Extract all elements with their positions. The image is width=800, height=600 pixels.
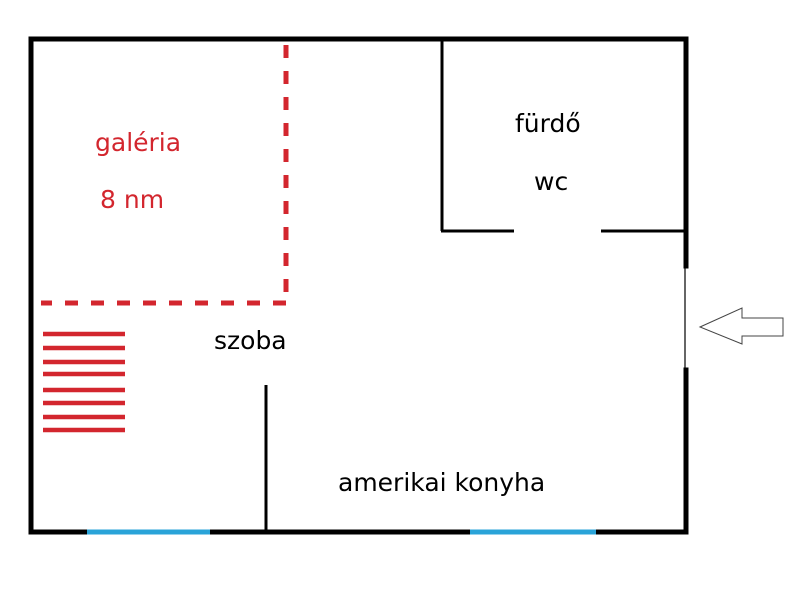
gallery-area-label: 8 nm bbox=[100, 185, 165, 214]
bathroom-walls bbox=[440, 39, 686, 233]
kitchen-label: amerikai konyha bbox=[338, 468, 546, 497]
gallery-outline bbox=[41, 45, 289, 306]
bathroom-label: fürdő bbox=[515, 109, 581, 138]
stairs-icon bbox=[43, 331, 125, 433]
room-label: szoba bbox=[214, 326, 287, 355]
outer-walls bbox=[28, 36, 689, 535]
gallery-label: galéria bbox=[95, 128, 182, 157]
arrow-left-icon bbox=[698, 307, 784, 345]
wc-label: wc bbox=[534, 167, 569, 196]
